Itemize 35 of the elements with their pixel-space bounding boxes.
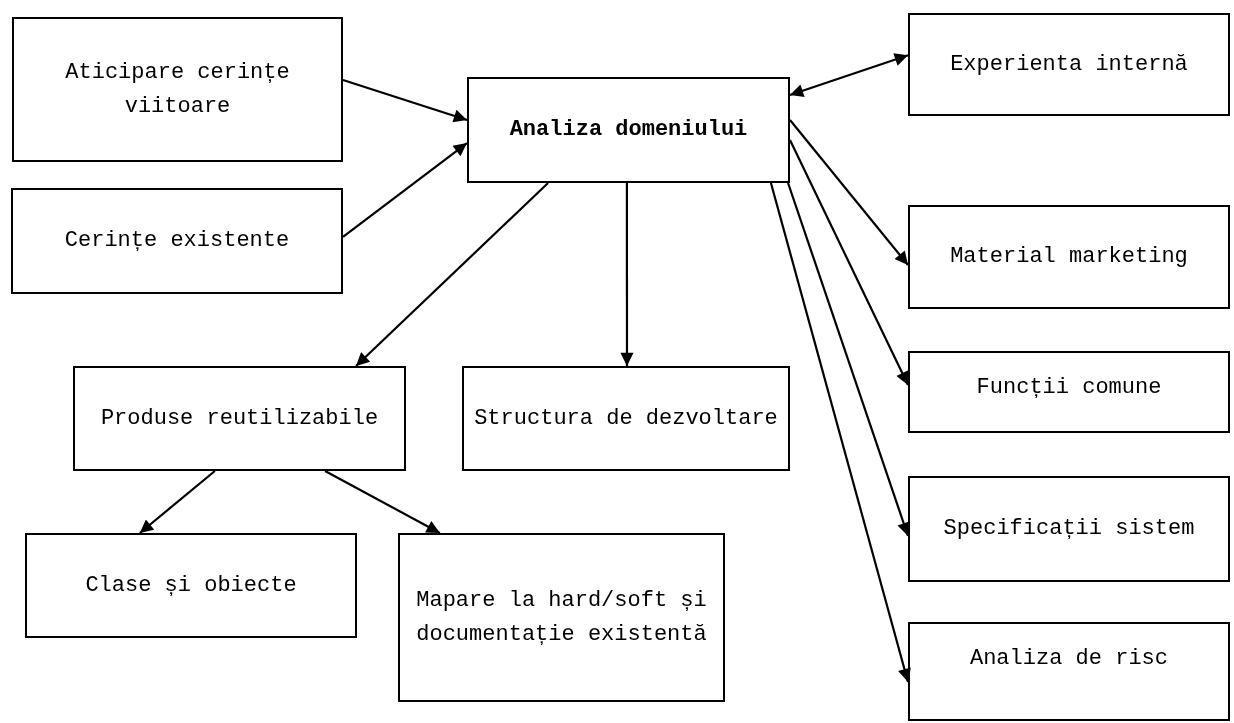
- arrow: [342, 78, 468, 123]
- box-label: Cerințe existente: [64, 227, 290, 255]
- arrow: [324, 470, 441, 534]
- box-label: Experienta internă: [950, 50, 1188, 79]
- process-box: [467, 77, 790, 183]
- arrow: [342, 142, 468, 238]
- process-box: [398, 533, 725, 702]
- box-label: Aticipare cerințe viitoare: [64, 58, 291, 121]
- box-label: Produse reutilizabile: [100, 404, 379, 433]
- box-label: Analiza de risc: [969, 645, 1168, 673]
- arrow: [789, 139, 909, 386]
- process-box: [462, 366, 790, 471]
- arrow: [787, 182, 910, 537]
- arrow: [769, 182, 911, 683]
- arrow: [789, 53, 909, 98]
- process-box: [11, 188, 343, 294]
- process-box: [908, 351, 1230, 433]
- arrow: [789, 119, 909, 266]
- box-label: Material marketing: [950, 243, 1188, 271]
- box-label: Specificații sistem: [943, 515, 1195, 543]
- arrow: [355, 182, 549, 367]
- process-box: [908, 205, 1230, 309]
- box-label: Clase și obiecte: [85, 571, 297, 600]
- process-box: [908, 13, 1230, 116]
- box-label: Analiza domeniului: [509, 116, 748, 144]
- process-box: [908, 476, 1230, 582]
- box-label: Structura de dezvoltare: [474, 404, 778, 433]
- process-box: [908, 622, 1230, 721]
- process-box: [25, 533, 357, 638]
- process-box: [12, 17, 343, 162]
- arrow: [620, 183, 634, 366]
- box-label: Funcții comune: [976, 374, 1162, 402]
- box-label: Mapare la hard/soft și documentație existentă: [415, 586, 708, 649]
- arrow: [139, 470, 216, 534]
- process-box: [73, 366, 406, 471]
